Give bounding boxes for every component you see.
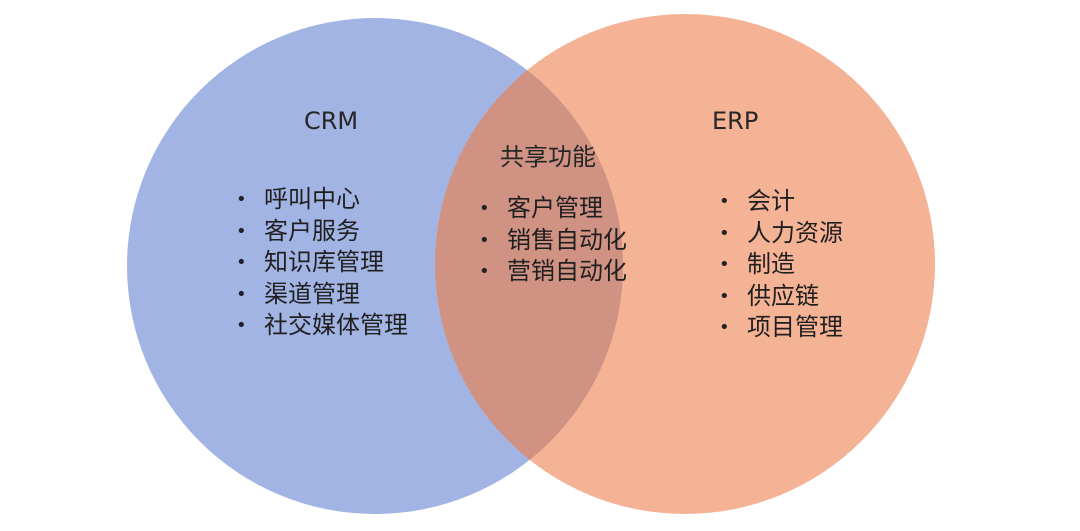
list-item: 会计 [719, 186, 843, 218]
list-item: 知识库管理 [236, 247, 408, 279]
list-item: 营销自动化 [479, 256, 627, 288]
list-item: 渠道管理 [236, 279, 408, 311]
shared-title: 共享功能 [500, 143, 596, 171]
list-item: 制造 [719, 249, 843, 281]
overlap-region [435, 18, 623, 514]
list-item: 人力资源 [719, 218, 843, 250]
list-item: 客户服务 [236, 216, 408, 248]
crm-title: CRM [304, 107, 359, 135]
list-item: 呼叫中心 [236, 184, 408, 216]
crm-feature-list: 呼叫中心 客户服务 知识库管理 渠道管理 社交媒体管理 [236, 184, 408, 342]
shared-feature-list: 客户管理 销售自动化 营销自动化 [479, 193, 627, 288]
list-item: 社交媒体管理 [236, 310, 408, 342]
list-item: 供应链 [719, 281, 843, 313]
list-item: 客户管理 [479, 193, 627, 225]
erp-feature-list: 会计 人力资源 制造 供应链 项目管理 [719, 186, 843, 344]
list-item: 销售自动化 [479, 225, 627, 257]
erp-title: ERP [712, 107, 759, 135]
list-item: 项目管理 [719, 312, 843, 344]
